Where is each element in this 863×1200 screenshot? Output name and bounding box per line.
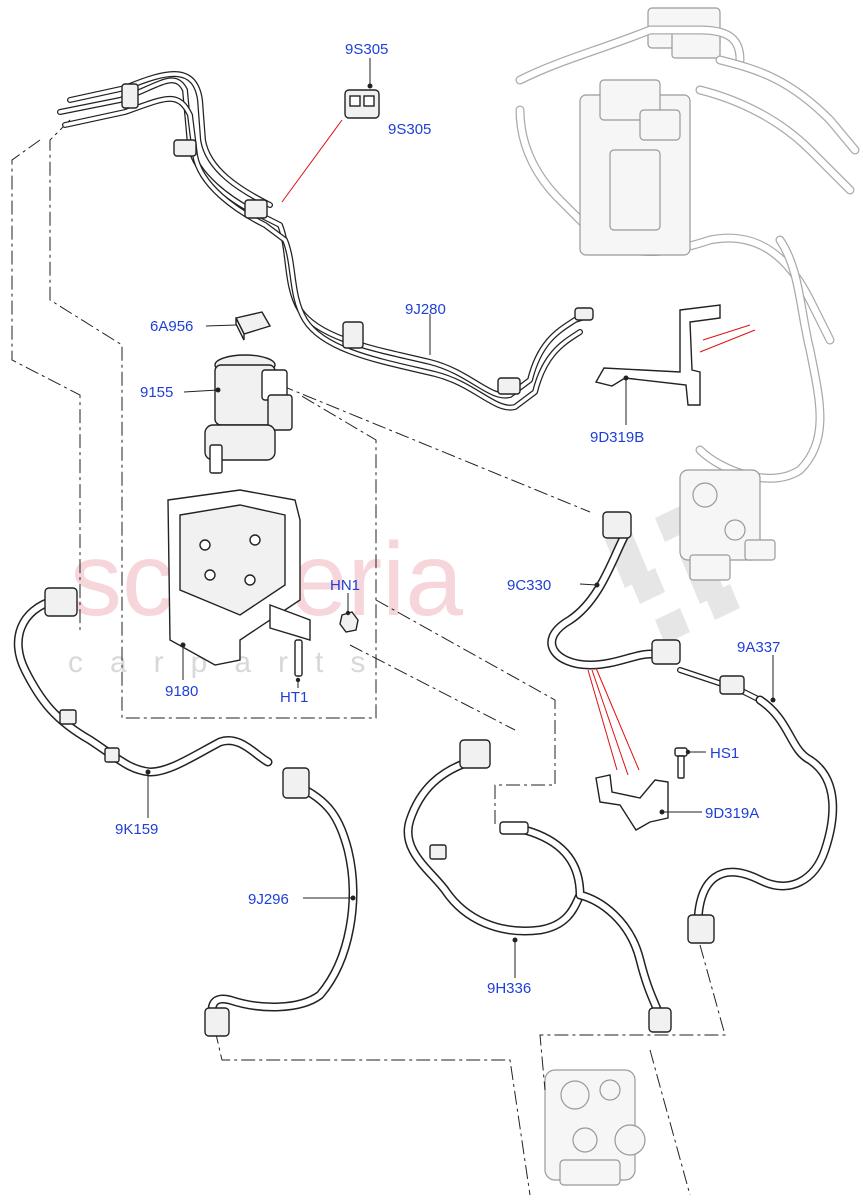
label-9180[interactable]: 9180	[165, 683, 198, 700]
hose-9A337	[677, 667, 838, 944]
label-9S305-a[interactable]: 9S305	[345, 41, 388, 58]
nut-HN1	[339, 610, 359, 633]
label-9155[interactable]: 9155	[140, 384, 173, 401]
label-9J296[interactable]: 9J296	[248, 891, 289, 908]
hose-9K159	[13, 587, 273, 777]
bracket-9180	[167, 489, 311, 666]
hose-9H336	[403, 739, 672, 1033]
label-9H336[interactable]: 9H336	[487, 980, 531, 997]
bracket-9D319A	[595, 774, 669, 831]
label-HN1[interactable]: HN1	[330, 577, 360, 594]
pad-6A956	[234, 311, 272, 341]
part-labels: 9S305 9S305 9J280 6A956 9155 9D319B 9C33…	[115, 41, 780, 997]
engine-ghost-assembly	[515, 7, 860, 581]
label-9A337[interactable]: 9A337	[737, 639, 780, 656]
screw-HS1	[674, 747, 691, 779]
label-9C330[interactable]: 9C330	[507, 577, 551, 594]
hose-9J296	[204, 767, 358, 1037]
stud-HT1	[294, 639, 303, 683]
pump-ghost-assembly	[544, 1069, 646, 1186]
clip-9S305	[344, 83, 380, 119]
label-9K159[interactable]: 9K159	[115, 821, 158, 838]
connection-lines	[11, 119, 726, 1196]
leader-lines	[147, 58, 774, 978]
label-9D319B[interactable]: 9D319B	[590, 429, 644, 446]
label-9D319A[interactable]: 9D319A	[705, 805, 759, 822]
filter-9155	[204, 354, 293, 474]
label-HT1[interactable]: HT1	[280, 689, 308, 706]
hose-9C330	[547, 511, 681, 670]
bracket-9D319B	[594, 304, 721, 406]
label-9S305-b[interactable]: 9S305	[388, 121, 431, 138]
label-HS1[interactable]: HS1	[710, 745, 739, 762]
red-reference-lines	[281, 119, 756, 776]
label-9J280[interactable]: 9J280	[405, 301, 446, 318]
pipe-9J280	[57, 71, 594, 411]
label-6A956[interactable]: 6A956	[150, 318, 193, 335]
